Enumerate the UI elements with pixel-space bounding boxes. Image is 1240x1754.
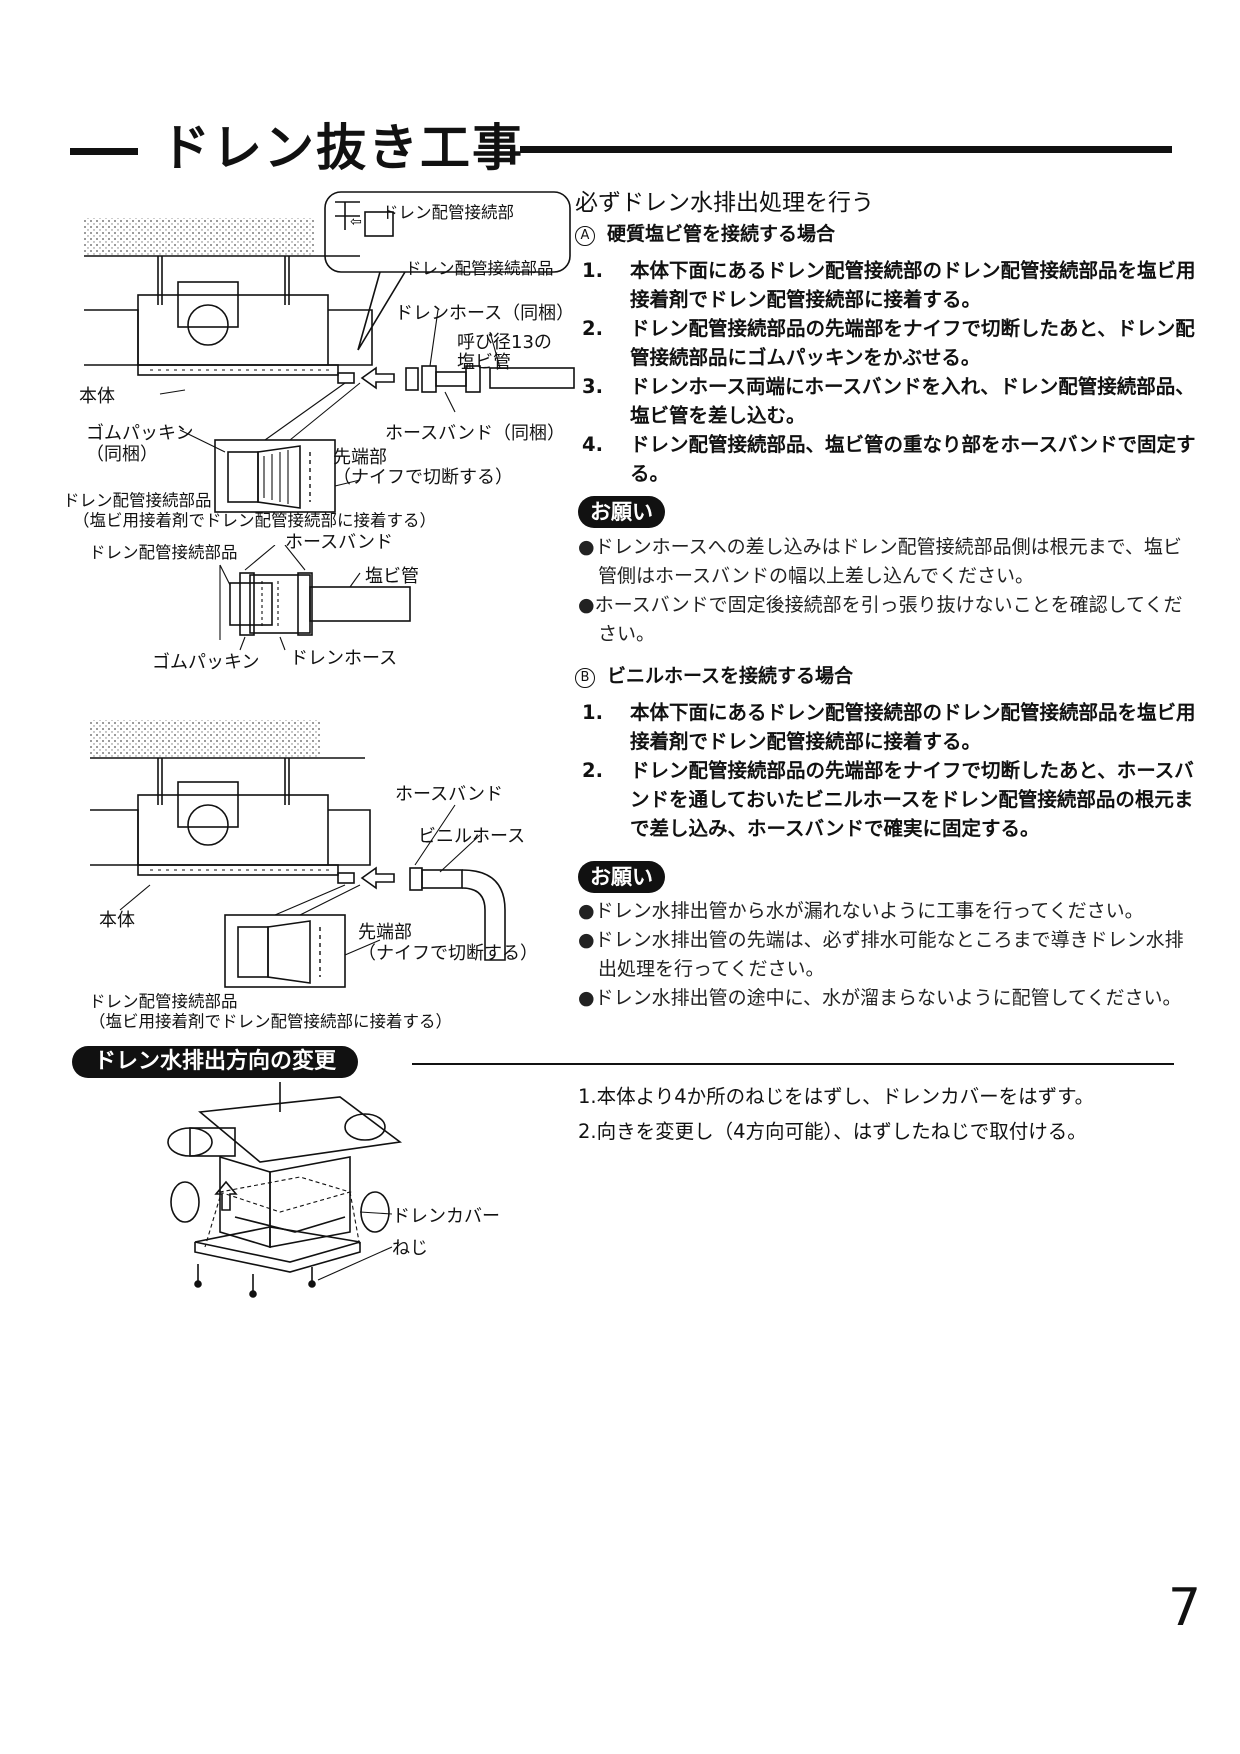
fig3-part-label-1: ドレン配管接続部品 [89,992,238,1011]
step-number: 1. [582,259,603,282]
page-title: ドレン抜き工事 [160,119,524,177]
step-text: ドレンホース両端にホースバンドを入れ、ドレン配管接続部品、塩ビ管を差し込む。 [630,375,1195,427]
fig4-cover-label: ドレンカバー [392,1206,500,1227]
fig1-tip-label-1: 先端部 [333,447,387,468]
request-badge-b: お願い [578,861,665,893]
figure-hard-pvc-connection: ⇦ [84,191,575,513]
fig3-vinyl-label: ビニルホース [418,826,526,847]
section-b-heading-text: ビニルホースを接続する場合 [607,665,854,687]
step-text: ドレン配管接続部品の先端部をナイフで切断したあと、ホースバンドを通しておいたビニ… [630,759,1194,840]
step-number: 3. [582,375,603,398]
section-a-step-4: 4. ドレン配管接続部品、塩ビ管の重なり部をホースバンドで固定する。 [582,430,1200,488]
svg-text:⇦: ⇦ [350,214,362,230]
step-number: 2. [582,759,603,782]
section-a-step-3: 3. ドレンホース両端にホースバンドを入れ、ドレン配管接続部品、塩ビ管を差し込む。 [582,372,1200,430]
fig1-part-label-2: （塩ビ用接着剤でドレン配管接続部に接着する） [73,511,436,530]
fig2-packing-label: ゴムパッキン [152,652,260,673]
step-text: ドレン配管接続部品の先端部をナイフで切断したあと、ドレン配管接続部品にゴムパッキ… [630,317,1195,369]
section-b-request-2: ●ドレン水排出管の先端は、必ず排水可能なところまで導きドレン水排出処理を行ってく… [578,929,1184,980]
ceiling [84,218,314,256]
fig1-callout-bottom: ドレン配管接続部品 [405,259,554,278]
fig1-packing-label-1: ゴムパッキン [86,423,194,444]
fig1-band-label: ホースバンド（同梱） [385,423,565,444]
fig1-callout-top: ドレン配管接続部 [382,203,514,222]
unit-body [137,294,329,366]
section-a-step-2: 2. ドレン配管接続部品の先端部をナイフで切断したあと、ドレン配管接続部品にゴムパ… [582,314,1200,372]
figure-vinyl-hose-connection [90,720,506,988]
step-text: 本体下面にあるドレン配管接続部のドレン配管接続部品を塩ビ用接着剤でドレン配管接続… [630,701,1196,753]
fig3-band-label: ホースバンド [395,784,503,805]
title-rule [520,146,1172,153]
section-a-mark: A [575,226,595,246]
fig3-body-label: 本体 [99,910,135,931]
direction-heading: ドレン水排出方向の変更 [72,1046,359,1078]
step-text: ドレン配管接続部品、塩ビ管の重なり部をホースバンドで固定する。 [630,433,1196,485]
section-b-step-1: 1. 本体下面にあるドレン配管接続部のドレン配管接続部品を塩ビ用接着剤でドレン配管… [582,698,1200,756]
section-a-request-1: ●ドレンホースへの差し込みはドレン配管接続部品側は根元まで、塩ビ管側はホースバン… [578,536,1182,587]
fig3-tip-label-1: 先端部 [358,922,412,943]
fig3-tip-label-2: （ナイフで切断する） [358,943,538,964]
section-a-heading: A 硬質塩ビ管を接続する場合 [575,220,835,249]
fig1-body-label: 本体 [79,386,115,407]
fig1-pipe-label-2: 塩ビ管 [457,352,511,373]
fig1-packing-label-2: （同梱） [86,444,158,465]
page-number: 7 [1168,1578,1202,1638]
step-number: 1. [582,701,603,724]
step-number: 2. [582,317,603,340]
figure-drain-direction [167,1082,403,1298]
section-a-step-1: 1. 本体下面にあるドレン配管接続部のドレン配管接続部品を塩ビ用接着剤でドレン配管… [582,256,1200,314]
figure-hose-detail [219,545,411,651]
section-b-request-1: ●ドレン水排出管から水が漏れないように工事を行ってください。 [578,900,1144,922]
step-number: 4. [582,433,603,456]
fig2-hose-label: ドレンホース [290,648,398,669]
section-a-heading-text: 硬質塩ビ管を接続する場合 [607,223,836,245]
step-text: 本体下面にあるドレン配管接続部のドレン配管接続部品を塩ビ用接着剤でドレン配管接続… [630,259,1196,311]
fig1-part-label-1: ドレン配管接続部品 [63,491,212,510]
direction-step-1: 1.本体より4か所のねじをはずし、ドレンカバーをはずす。 [578,1085,1095,1108]
fig1-hose-label: ドレンホース（同梱） [395,303,575,324]
section-b-step-2: 2. ドレン配管接続部品の先端部をナイフで切断したあと、ホースバンドを通しておいた… [582,756,1200,843]
title-dash [70,148,138,155]
section-b-request-3: ●ドレン水排出管の途中に、水が溜まらないように配管してください。 [578,987,1182,1009]
fig1-pipe-label-1: 呼び径13の [457,332,552,353]
section-b-heading: B ビニルホースを接続する場合 [575,662,853,691]
direction-step-2: 2.向きを変更し（4方向可能）、はずしたねじで取付ける。 [578,1120,1087,1143]
fig4-screw-label: ねじ [392,1238,428,1259]
fig2-part-label: ドレン配管接続部品 [89,543,238,562]
fig2-pipe-label: 塩ビ管 [365,566,419,587]
fig2-band-label: ホースバンド [285,532,393,553]
fig1-tip-label-2: （ナイフで切断する） [333,467,513,488]
fig3-part-label-2: （塩ビ用接着剤でドレン配管接続部に接着する） [89,1012,452,1031]
section-b-mark: B [575,668,595,688]
request-badge-a: お願い [578,496,665,528]
section-a-request-2: ●ホースバンドで固定後接続部を引っ張り抜けないことを確認してください。 [578,594,1183,645]
direction-rule [412,1063,1174,1065]
lead-text: 必ずドレン水排出処理を行う [575,190,874,216]
